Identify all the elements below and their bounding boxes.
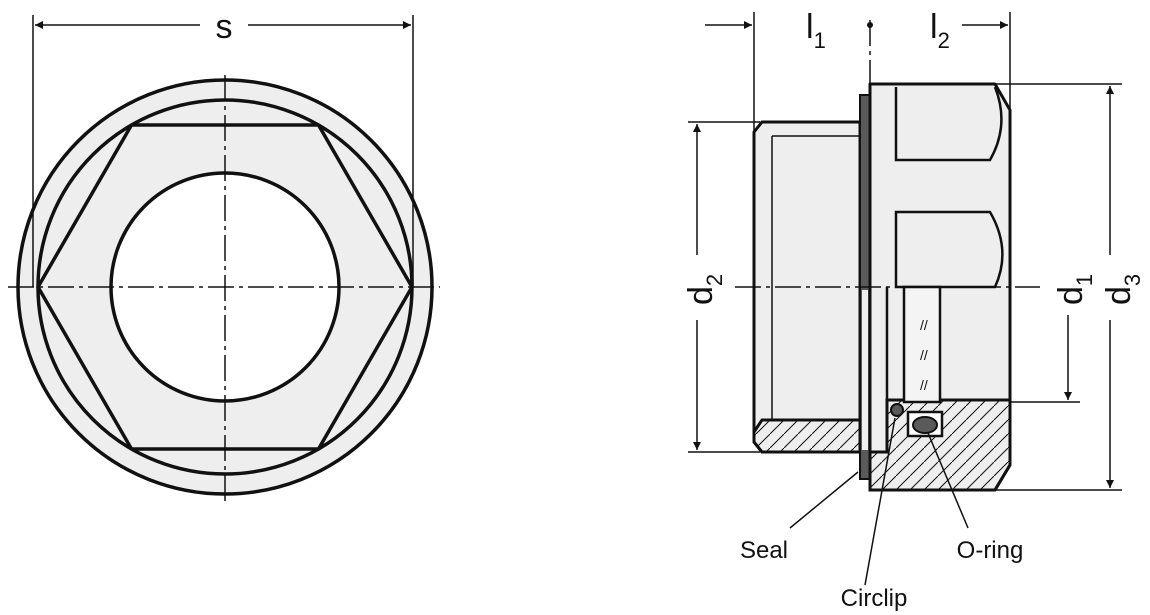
glass-hatch-3: // (920, 377, 928, 393)
d3-label: d3 (1100, 274, 1145, 305)
s-dimension-label: s (216, 8, 233, 46)
threaded-section-hatch (752, 418, 862, 454)
seal-leader (789, 471, 859, 529)
head-section-hatch (868, 398, 1012, 492)
glass-hatch-1: // (920, 317, 928, 333)
seal-label: Seal (740, 537, 788, 564)
oring-leader (927, 432, 969, 529)
l2-label: l2 (930, 8, 950, 53)
glass-hatch-2: // (920, 347, 928, 363)
side-view: // // // l1 l2 d2 d1 d3 (682, 8, 1145, 612)
circlip-leader (864, 417, 896, 586)
l1-label: l1 (806, 8, 826, 53)
seal-ring-upper-cut (862, 290, 868, 450)
d1-label: d1 (1052, 274, 1097, 305)
circlip (890, 403, 904, 417)
front-view: s (8, 8, 440, 505)
d2-label: d2 (682, 274, 727, 305)
reference-point (867, 22, 873, 28)
circlip-label: Circlip (841, 585, 908, 612)
oring-label: O-ring (957, 537, 1024, 564)
oring (912, 416, 938, 434)
hex-facet-upper (894, 86, 1003, 162)
sight-glass (902, 285, 942, 404)
